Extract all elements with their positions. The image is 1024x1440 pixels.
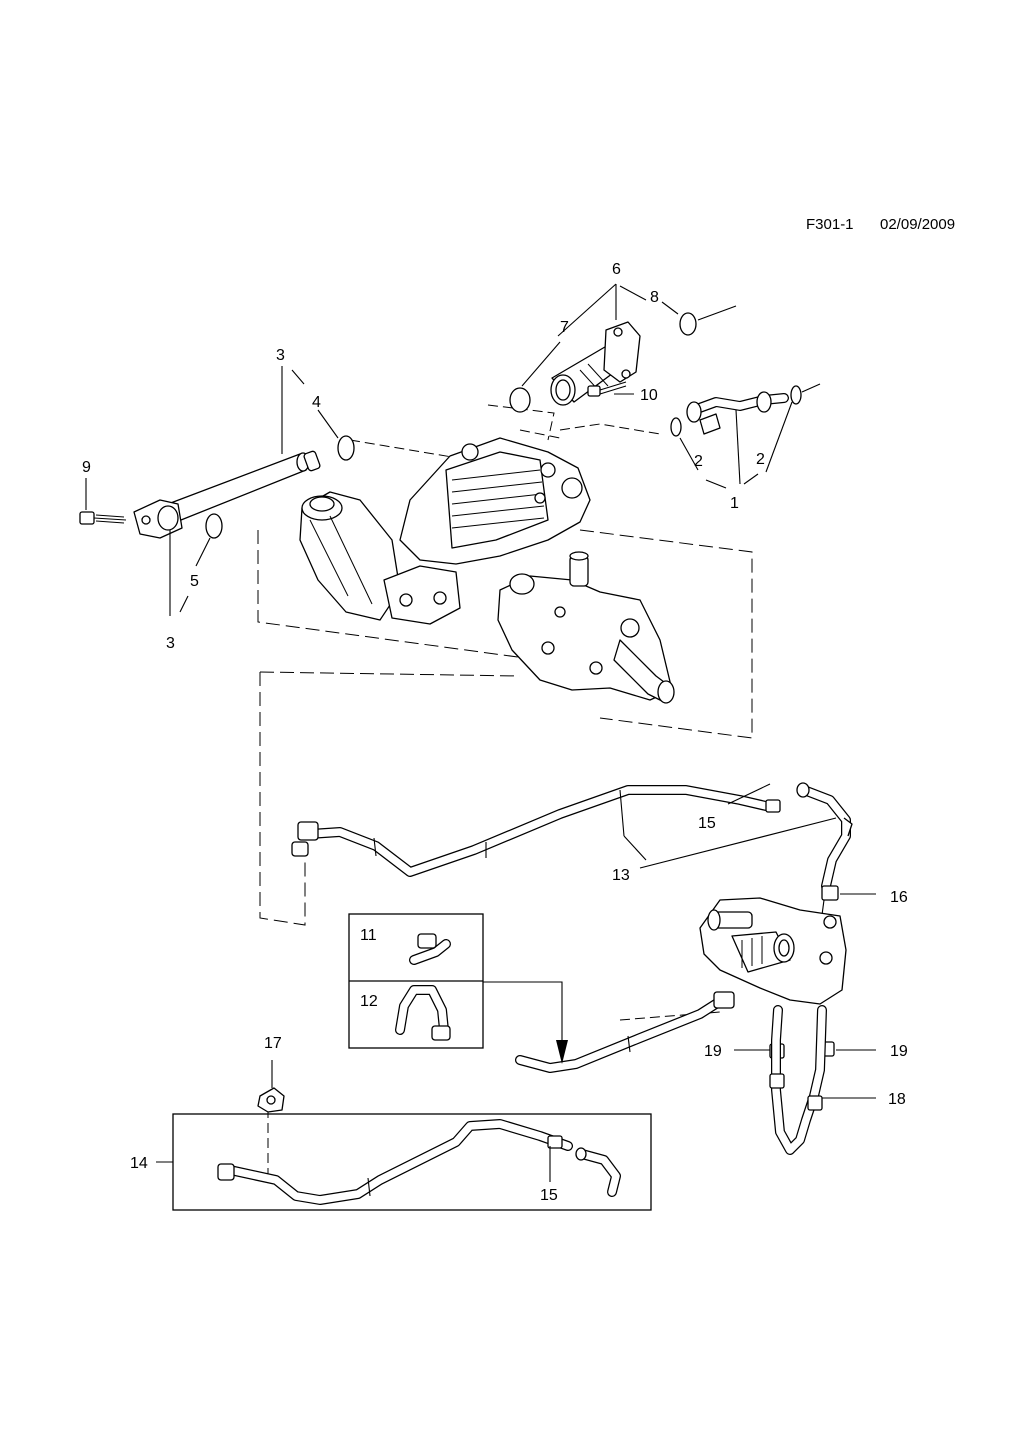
part-2-seal-ring-right [790,385,802,405]
callout-3-lower: 3 [166,635,175,652]
callout-8: 8 [650,289,659,306]
callout-17: 17 [264,1035,282,1052]
callout-13: 13 [612,867,630,884]
callout-19-right: 19 [890,1043,908,1060]
callout-6: 6 [612,261,621,278]
reference-dashed-lines [257,404,753,1180]
part-8-seal-ring [679,312,697,336]
part-7-seal-ring [509,387,531,413]
detail-inset-box [348,913,568,1064]
callout-5: 5 [190,573,199,590]
part-2-seal-ring-left [670,417,682,437]
callout-numbers: 6 8 7 10 3 4 9 5 3 2 2 1 15 13 16 11 12 … [82,261,908,1204]
part-10-screw [587,381,627,397]
drawing-id: F301-1 [806,216,854,233]
callout-15-upper: 15 [698,815,716,832]
leader-lines [85,283,876,1182]
part-4-seal-ring [337,435,355,461]
part-6-water-flange [550,305,737,406]
callout-9: 9 [82,459,91,476]
lower-pipe [515,991,735,1073]
part-5-seal-ring [205,513,223,539]
part-16-clip [821,885,839,901]
part-1-bypass-pipe [686,383,821,435]
callout-10: 10 [640,387,658,404]
part-14-hose-box [172,1113,652,1211]
part-3-cooler-pipe [133,450,321,539]
callout-12: 12 [360,993,378,1010]
seal-rings [205,312,802,539]
callout-11: 11 [360,927,377,944]
callout-15-lower: 15 [540,1187,558,1204]
pump-housing [699,897,847,1005]
callout-14: 14 [130,1155,148,1172]
callout-16: 16 [890,889,908,906]
callout-3-upper: 3 [276,347,285,364]
part-13-hose-assembly [291,782,853,891]
part-9-bolt [79,511,127,525]
drawing-date: 02/09/2009 [880,216,956,233]
part-17-grommet [257,1087,285,1113]
callout-19-left: 19 [704,1043,722,1060]
callout-18: 18 [888,1091,906,1108]
callout-7: 7 [560,319,569,336]
oil-filter-housing [299,437,591,625]
thermostat-housing [497,551,675,704]
callout-1: 1 [730,495,739,512]
part-18-hose-loop [769,1005,827,1155]
callout-2-left: 2 [694,453,703,470]
callout-2-right: 2 [756,451,765,468]
callout-4: 4 [312,394,321,411]
